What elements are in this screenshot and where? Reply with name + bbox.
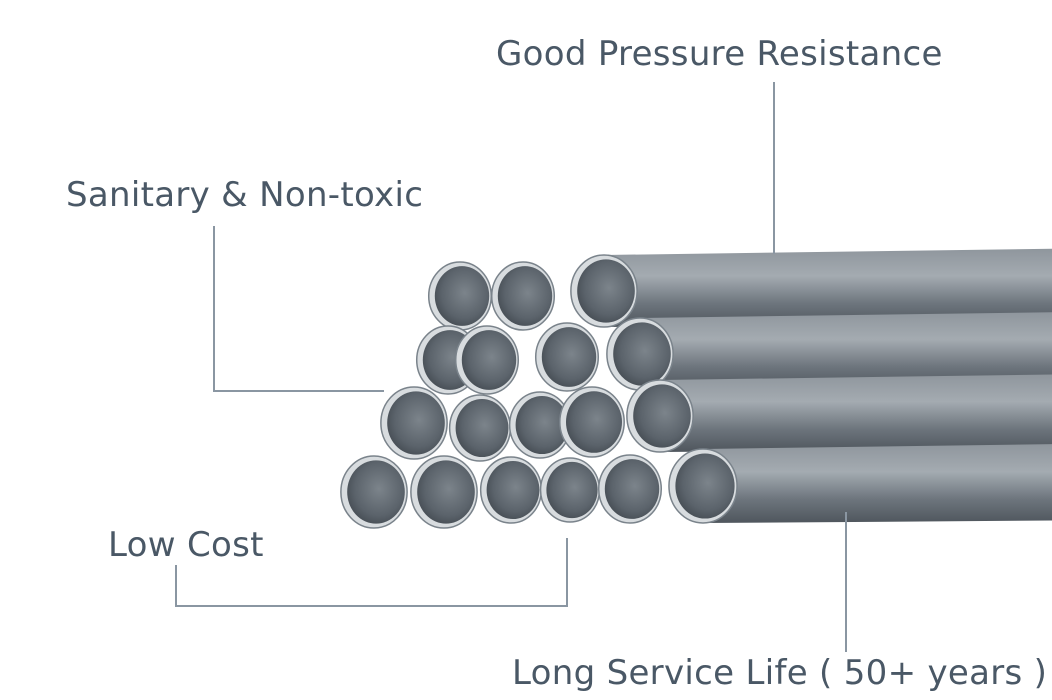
pipe-opening xyxy=(675,453,735,519)
pipe-opening xyxy=(486,460,540,520)
pipe-opening xyxy=(633,384,691,448)
pipe-opening xyxy=(604,459,660,519)
pipe-bundle-illustration xyxy=(604,248,1052,523)
label-cost: Low Cost xyxy=(108,525,264,565)
pipe-opening xyxy=(455,398,509,458)
pipe-opening xyxy=(566,391,622,453)
pipe-opening xyxy=(417,460,475,524)
pipe-opening xyxy=(387,391,445,455)
pipe-opening xyxy=(461,330,517,390)
label-sanitary: Sanitary & Non-toxic xyxy=(66,175,424,215)
leader-sanitary xyxy=(213,226,384,392)
pipe-body xyxy=(660,374,1052,452)
pipe-opening xyxy=(347,460,405,524)
pipe-body xyxy=(640,312,1052,390)
pipe-body xyxy=(604,248,1052,327)
leader-cost xyxy=(175,538,568,607)
pipe-opening xyxy=(613,322,671,386)
pipe-body xyxy=(703,444,1052,523)
leader-lines xyxy=(175,82,847,652)
pipe-opening xyxy=(546,461,598,519)
pipe-opening xyxy=(577,259,635,323)
pipe-ends xyxy=(340,254,738,529)
pipe-opening xyxy=(515,395,569,455)
label-life: Long Service Life ( 50+ years ) xyxy=(512,653,1048,693)
pipe-opening xyxy=(497,266,553,326)
pipe-opening xyxy=(434,266,490,326)
label-pressure: Good Pressure Resistance xyxy=(496,34,943,74)
pipe-opening xyxy=(541,327,597,387)
